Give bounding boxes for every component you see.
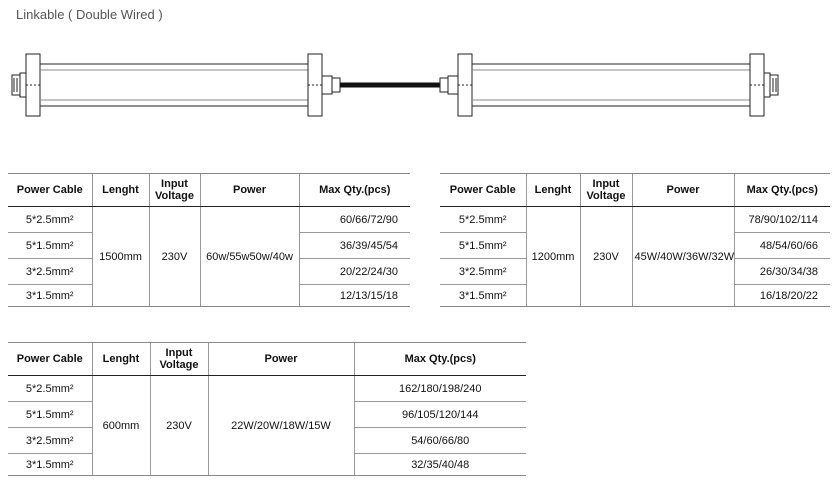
length-cell: 1200mm	[525, 206, 580, 307]
cable-cell: 5*1.5mm²	[8, 401, 92, 428]
qty-cell: 12/13/15/18	[298, 284, 410, 307]
qty-cell: 60/66/72/90	[298, 206, 410, 233]
qty-cell: 162/180/198/240	[353, 375, 526, 402]
power-cell: 22W/20W/18W/15W	[207, 375, 354, 476]
cable-cell: 3*1.5mm²	[8, 284, 92, 307]
qty-cell: 78/90/102/114	[733, 206, 830, 233]
header-length: Lenght	[91, 173, 149, 207]
cable-cell: 5*2.5mm²	[8, 375, 92, 402]
header-power: Power	[631, 173, 734, 207]
cable-cell: 5*1.5mm²	[8, 232, 92, 259]
page-title: Linkable ( Double Wired )	[16, 7, 163, 22]
cable-cell: 3*1.5mm²	[8, 453, 92, 476]
header-max-qty: Max Qty.(pcs)	[353, 342, 526, 376]
voltage-cell: 230V	[148, 206, 200, 307]
cable-cell: 5*1.5mm²	[440, 232, 526, 259]
cable-cell: 3*2.5mm²	[8, 258, 92, 285]
cable-cell: 5*2.5mm²	[8, 206, 92, 233]
power-cell: 45W/40W/36W/32W	[631, 206, 734, 307]
qty-cell: 96/105/120/144	[353, 401, 526, 428]
length-cell: 600mm	[91, 375, 150, 476]
qty-cell: 32/35/40/48	[353, 453, 526, 476]
linked-luminaires-diagram	[11, 53, 779, 117]
qty-cell: 20/22/24/30	[298, 258, 410, 285]
cable-cell: 3*2.5mm²	[440, 258, 526, 285]
header-power-cable: Power Cable	[8, 342, 92, 376]
length-cell: 1500mm	[91, 206, 149, 307]
qty-cell: 26/30/34/38	[733, 258, 830, 285]
cable-cell: 3*2.5mm²	[8, 427, 92, 454]
qty-cell: 48/54/60/66	[733, 232, 830, 259]
header-max-qty: Max Qty.(pcs)	[733, 173, 830, 207]
right-luminaire	[439, 53, 779, 117]
voltage-cell: 230V	[579, 206, 632, 307]
header-power-cable: Power Cable	[8, 173, 92, 207]
header-power: Power	[207, 342, 354, 376]
header-max-qty: Max Qty.(pcs)	[298, 173, 410, 207]
cable-cell: 3*1.5mm²	[440, 284, 526, 307]
header-length: Lenght	[91, 342, 150, 376]
header-power-cable: Power Cable	[440, 173, 526, 207]
header-length: Lenght	[525, 173, 580, 207]
qty-cell: 54/60/66/80	[353, 427, 526, 454]
qty-cell: 36/39/45/54	[298, 232, 410, 259]
qty-cell: 16/18/20/22	[733, 284, 830, 307]
header-power: Power	[199, 173, 299, 207]
power-cell: 60w/55w50w/40w	[199, 206, 299, 307]
left-luminaire	[11, 53, 341, 117]
cable-cell: 5*2.5mm²	[440, 206, 526, 233]
voltage-cell: 230V	[149, 375, 208, 476]
